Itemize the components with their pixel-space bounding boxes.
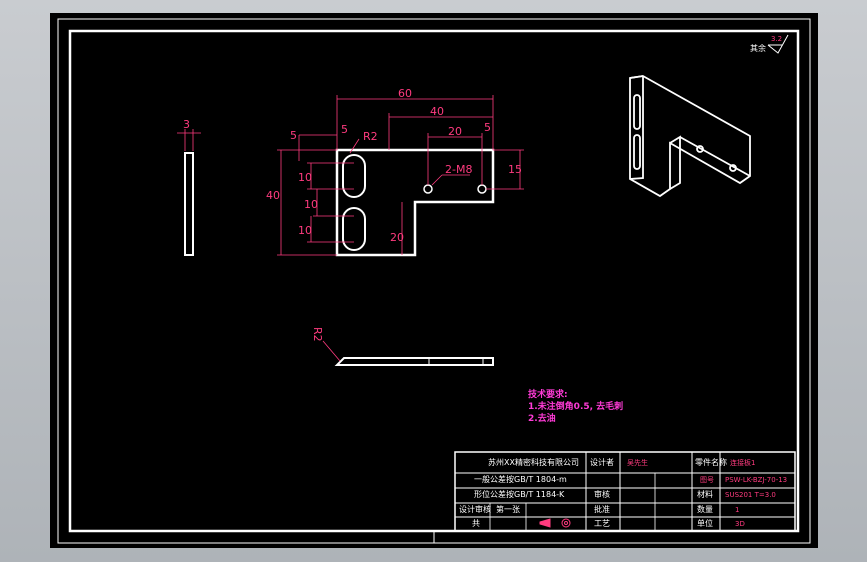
roughness-symbol: 其余 3.2 bbox=[750, 34, 789, 54]
dim-slot-to-right: 40 bbox=[430, 105, 444, 118]
isometric-view bbox=[629, 75, 751, 198]
tb-process-label: 工艺 bbox=[594, 519, 610, 528]
tb-check-label: 设计审核 bbox=[459, 504, 491, 514]
dim-overall-width: 60 bbox=[398, 87, 412, 100]
tb-unit: 3D bbox=[735, 520, 745, 528]
dim-slot-gap: 10 bbox=[304, 198, 318, 211]
roughness-label: 其余 bbox=[750, 43, 766, 53]
dim-holes: 2-M8 bbox=[445, 163, 472, 176]
tb-qty-label: 数量 bbox=[697, 504, 713, 514]
dim-hole-spacing: 20 bbox=[448, 125, 462, 138]
cad-viewport[interactable]: 其余 3.2 3 60 40 20 5 bbox=[50, 13, 818, 548]
dim-bend-radius: R2 bbox=[311, 327, 324, 342]
tb-part-name: 连接板1 bbox=[730, 458, 755, 467]
tb-qty: 1 bbox=[735, 506, 739, 514]
dim-step-height: 20 bbox=[390, 231, 404, 244]
dim-radius: R2 bbox=[363, 130, 378, 143]
tb-drawing-no-label: 图号 bbox=[700, 476, 714, 484]
front-view: 60 40 20 5 5 5 R2 40 10 10 10 bbox=[266, 87, 524, 257]
tb-material-label: 材料 bbox=[697, 489, 713, 499]
tb-designer-label: 设计者 bbox=[590, 457, 614, 467]
tb-qty-unit: 共 bbox=[472, 519, 480, 528]
tb-company: 苏州XX精密科技有限公司 bbox=[488, 457, 579, 467]
tb-material: SUS201 T=3.0 bbox=[725, 491, 776, 499]
tb-page-label: 第一张 bbox=[496, 504, 520, 514]
side-view: 3 bbox=[177, 118, 201, 256]
tb-tolerance-1: 一般公差按GB/T 1804-m bbox=[474, 474, 567, 484]
dim-top-offset: 5 bbox=[290, 129, 297, 142]
tb-designer-name: 吴先生 bbox=[627, 458, 648, 467]
tb-tolerance-2: 形位公差按GB/T 1184-K bbox=[474, 489, 565, 499]
projection-symbol-icon bbox=[539, 518, 571, 528]
dim-height: 40 bbox=[266, 189, 280, 202]
tech-notes-title: 技术要求: bbox=[528, 388, 568, 400]
tb-review-label: 审核 bbox=[594, 489, 610, 499]
dim-right-margin: 5 bbox=[484, 121, 491, 134]
bottom-view: R2 bbox=[311, 327, 494, 366]
tech-notes-line1: 1.未注倒角0.5, 去毛刺 bbox=[528, 400, 623, 412]
dim-slot-h2: 10 bbox=[298, 224, 312, 237]
dim-thickness: 3 bbox=[183, 118, 190, 131]
tb-drawing-no: PSW-LK-BZJ-70-13 bbox=[725, 476, 787, 484]
dim-left-offset: 5 bbox=[341, 123, 348, 136]
tb-part-name-label: 零件名称 bbox=[695, 457, 727, 467]
tech-notes: 技术要求: 1.未注倒角0.5, 去毛刺 2.去油 bbox=[528, 388, 623, 424]
tb-unit-label: 单位 bbox=[697, 518, 713, 528]
dim-right-height: 15 bbox=[508, 163, 522, 176]
roughness-value: 3.2 bbox=[771, 35, 782, 43]
tb-approve-label: 批准 bbox=[594, 504, 610, 514]
tech-notes-line2: 2.去油 bbox=[528, 412, 556, 424]
drawing-canvas[interactable]: 其余 3.2 3 60 40 20 5 bbox=[50, 13, 818, 548]
dim-slot-h1: 10 bbox=[298, 171, 312, 184]
title-block: 苏州XX精密科技有限公司 一般公差按GB/T 1804-m 形位公差按GB/T … bbox=[454, 451, 796, 532]
